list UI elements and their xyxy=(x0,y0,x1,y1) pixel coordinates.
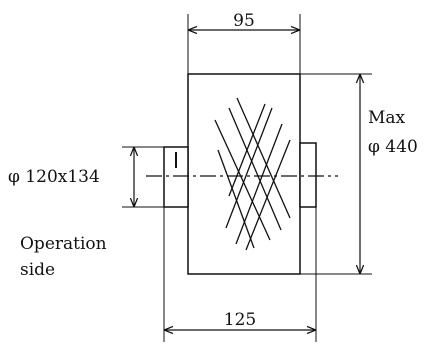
dim-label-120x134: φ 120x134 xyxy=(8,167,100,187)
dim-label-440: φ 440 xyxy=(368,137,418,157)
dim-label-95: 95 xyxy=(233,11,255,31)
operation-label-line1: Operation xyxy=(20,234,107,254)
operation-label-line2: side xyxy=(20,260,55,280)
dim-label-max: Max xyxy=(368,108,406,128)
dim-label-125: 125 xyxy=(224,310,256,330)
crosshatch-pattern xyxy=(214,97,291,251)
right-journal xyxy=(299,142,317,208)
roll-body xyxy=(187,73,301,275)
